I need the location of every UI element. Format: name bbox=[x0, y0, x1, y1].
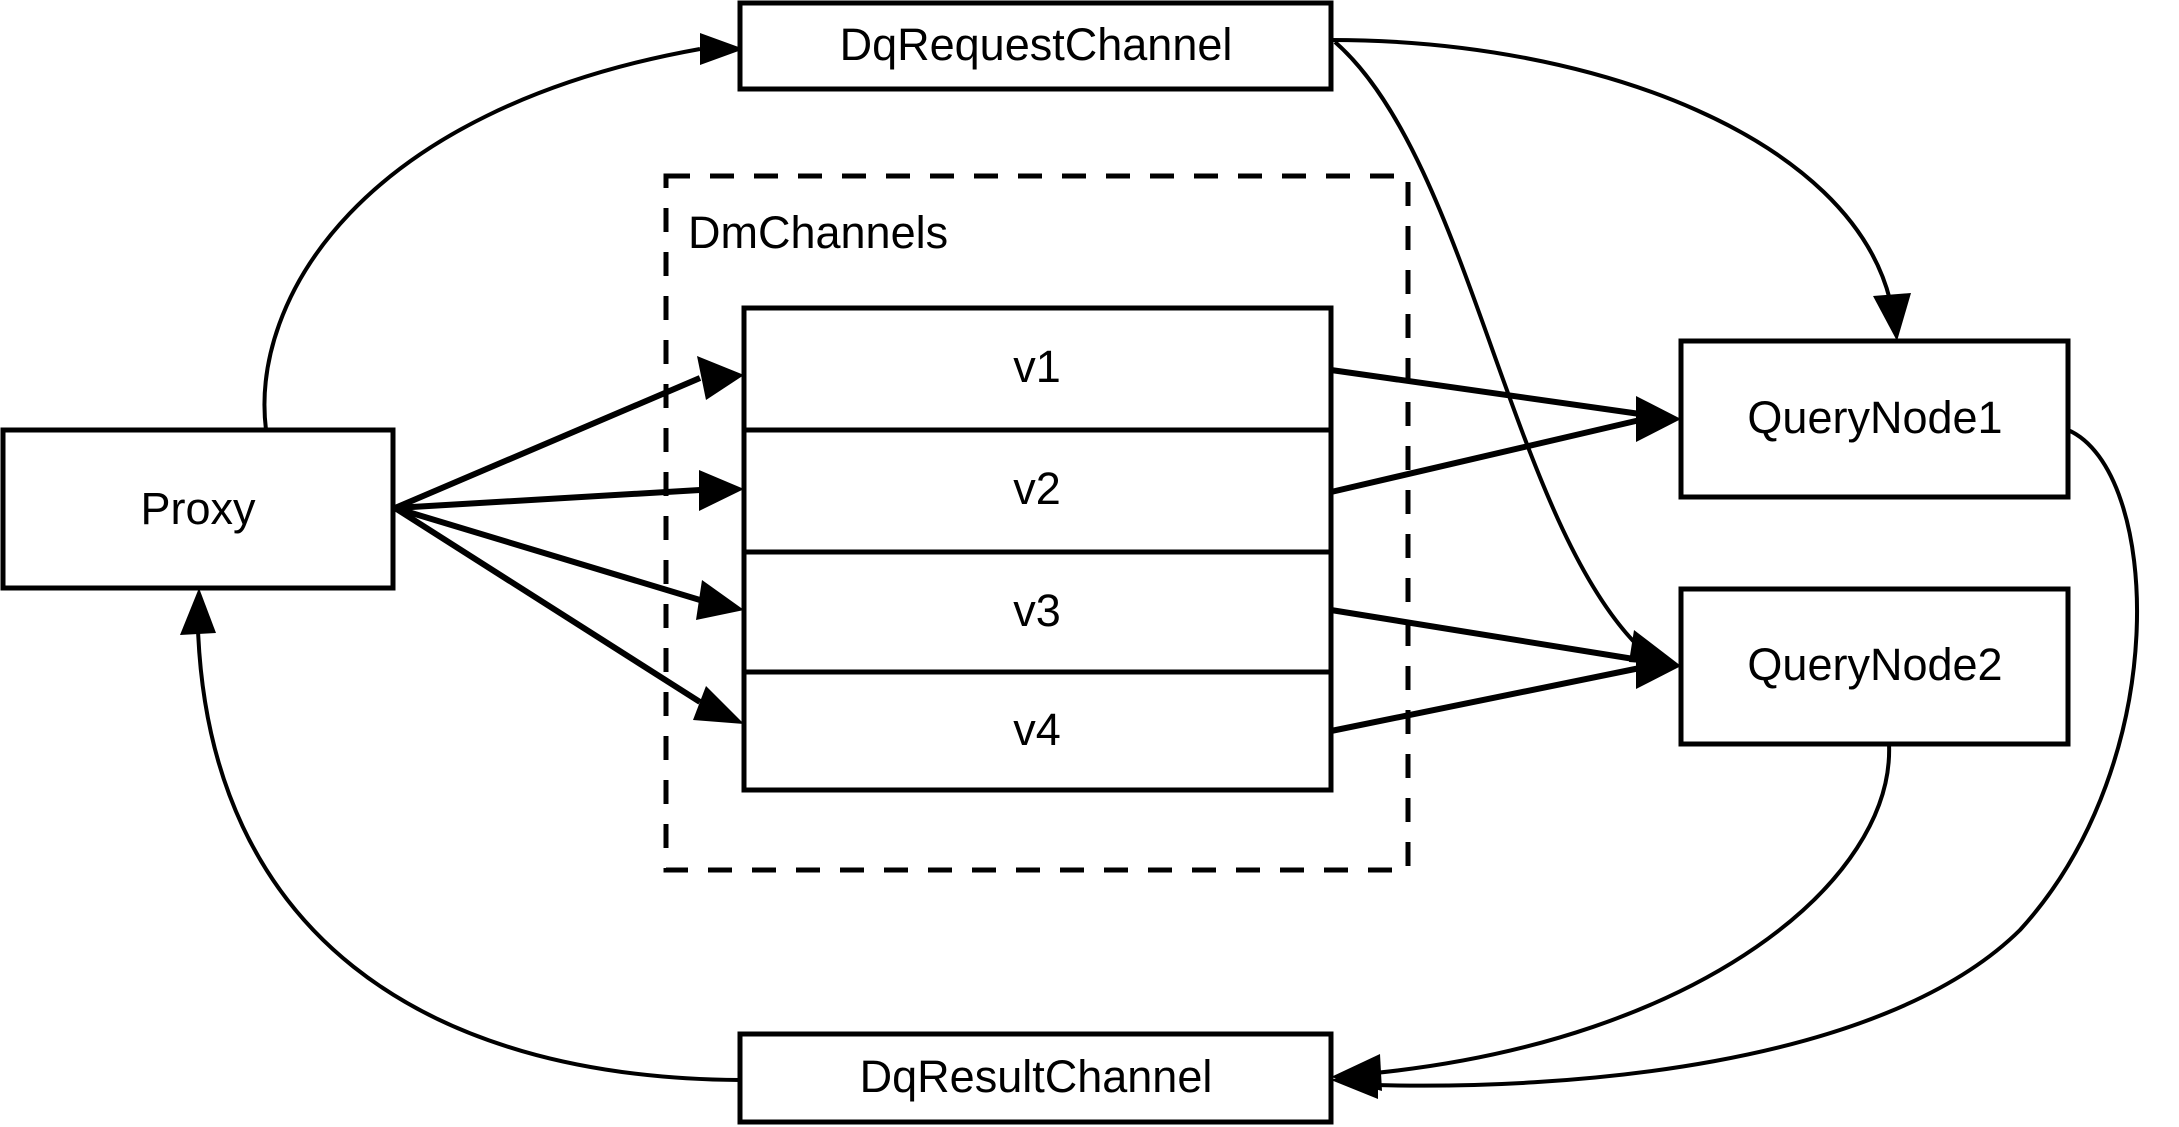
arrow-head-proxy-to-v4 bbox=[693, 686, 744, 724]
channel-row-v3-label: v3 bbox=[1013, 585, 1061, 636]
dm-channels-group-label: DmChannels bbox=[688, 207, 948, 258]
edge-v2-to-query-node-1 bbox=[1330, 417, 1641, 495]
channel-row-v4-label: v4 bbox=[1013, 704, 1061, 755]
edge-proxy-to-v3 bbox=[394, 505, 701, 603]
node-dq-request-channel[interactable] bbox=[737, 0, 1334, 92]
node-proxy-label: Proxy bbox=[140, 483, 256, 534]
edge-proxy-to-dq-request-channel bbox=[262, 47, 701, 431]
edge-proxy-to-v1 bbox=[393, 375, 702, 511]
dm-channels-table bbox=[741, 305, 1334, 793]
arrow-head-to-query-node-2 bbox=[1636, 643, 1681, 689]
arrow-head-proxy-to-v1 bbox=[697, 356, 744, 400]
arrow-head-dq-request-to-query-node-1 bbox=[1873, 293, 1911, 341]
node-proxy[interactable] bbox=[0, 427, 396, 591]
node-query-node-1[interactable] bbox=[1678, 338, 2071, 500]
edge-v1-to-query-node-1 bbox=[1330, 367, 1641, 417]
channel-row-v1-label: v1 bbox=[1013, 341, 1061, 392]
edge-dq-request-channel-to-query-node-2 bbox=[1333, 40, 1642, 650]
node-dq-request-channel-label: DqRequestChannel bbox=[840, 19, 1233, 70]
edge-v3-to-query-node-2 bbox=[1330, 607, 1641, 663]
edge-proxy-to-v4 bbox=[393, 505, 702, 705]
arrow-head-dq-result-to-proxy bbox=[180, 588, 216, 635]
arrow-head-proxy-to-v2 bbox=[699, 470, 744, 511]
node-query-node-1-label: QueryNode1 bbox=[1747, 392, 2002, 443]
node-query-node-2-label: QueryNode2 bbox=[1747, 639, 2002, 690]
dm-channels-group bbox=[663, 173, 1411, 873]
node-dq-result-channel-label: DqResultChannel bbox=[860, 1051, 1213, 1102]
node-query-node-2[interactable] bbox=[1678, 586, 2071, 747]
channel-row-v2-label: v2 bbox=[1013, 463, 1061, 514]
arrow-head-query-node-2-to-dq-result bbox=[1331, 1054, 1382, 1091]
arrow-head-proxy-to-dq-request-channel bbox=[700, 33, 744, 65]
node-dq-result-channel[interactable] bbox=[737, 1031, 1334, 1125]
arrow-head-to-query-node-1 bbox=[1636, 396, 1681, 442]
arrow-head-proxy-to-v3 bbox=[696, 580, 744, 620]
edge-dq-result-channel-to-proxy bbox=[196, 629, 741, 1082]
edge-query-node-2-to-dq-result-channel bbox=[1374, 743, 1892, 1075]
edge-dq-request-channel-to-query-node-1 bbox=[1330, 38, 1892, 301]
edge-proxy-to-v2 bbox=[394, 487, 701, 511]
edge-query-node-1-to-dq-result-channel bbox=[1374, 428, 2139, 1088]
edge-v4-to-query-node-2 bbox=[1330, 665, 1641, 734]
